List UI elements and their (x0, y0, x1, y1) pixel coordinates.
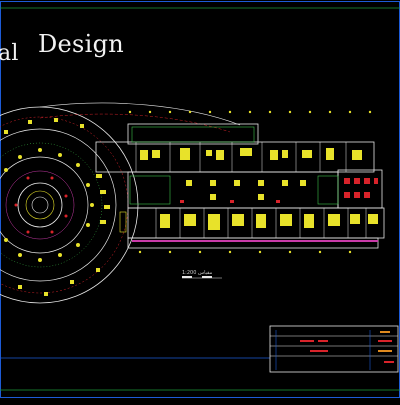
drawing-title: al Design (0, 24, 150, 66)
circular-hall-furniture (4, 118, 127, 296)
building-furniture (140, 148, 378, 230)
scale-label: مقیاس 1:200 (182, 270, 213, 276)
circular-hall (0, 102, 241, 304)
drawing-title-main: Design (38, 30, 125, 58)
column-markers (128, 110, 372, 254)
building-red-fixtures (132, 178, 378, 242)
drawing-title-prefix: al (0, 41, 19, 66)
scale-bar (182, 276, 222, 279)
building-green-walls (129, 126, 339, 205)
title-block (269, 325, 399, 373)
room-partitions (135, 142, 367, 238)
